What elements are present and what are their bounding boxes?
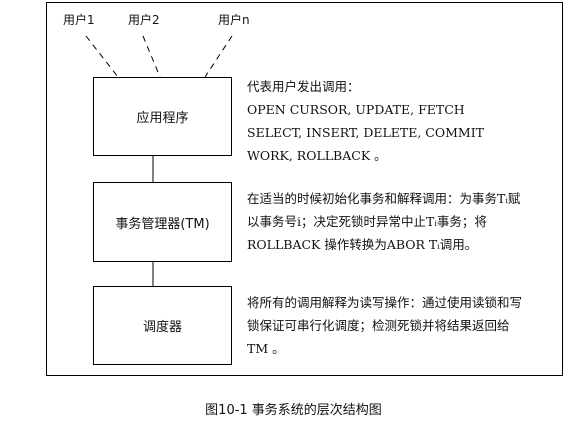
application-label: 应用程序 <box>136 111 189 126</box>
user-n-label: 用户n <box>218 13 250 27</box>
tm-description: 在适当的时候初始化事务和解释调用：为事务Tᵢ赋 以事务号i；决定死锁时异常中止T… <box>247 187 520 256</box>
desc-line: OPEN CURSOR, UPDATE, FETCH <box>247 102 465 117</box>
desc-line: 代表用户发出调用： <box>247 79 360 94</box>
application-box: 应用程序 <box>93 77 232 156</box>
transaction-manager-box: 事务管理器(TM) <box>93 182 232 262</box>
user1-dashed-line <box>85 35 119 78</box>
transaction-manager-label: 事务管理器(TM) <box>115 216 210 232</box>
user-2-label: 用户2 <box>128 13 160 27</box>
desc-line: 在适当的时候初始化事务和解释调用：为事务Tᵢ赋 <box>247 191 521 206</box>
diagram-frame <box>46 2 563 376</box>
desc-line: 将所有的调用解释为读写操作：通过使用读锁和写 <box>247 295 523 310</box>
figure-caption: 图10-1 事务系统的层次结构图 <box>205 403 382 418</box>
usern-dashed-line <box>204 35 233 78</box>
desc-line: SELECT, INSERT, DELETE, COMMIT <box>247 125 484 140</box>
user-1-label: 用户1 <box>63 13 95 27</box>
application-description: 代表用户发出调用： OPEN CURSOR, UPDATE, FETCH SEL… <box>247 75 484 167</box>
desc-line: WORK, ROLLBACK 。 <box>247 148 387 163</box>
desc-line: 锁保证可串行化调度；检测死锁并将结果返回给 <box>247 318 510 333</box>
desc-line: TM 。 <box>247 341 285 356</box>
desc-line: 以事务号i；决定死锁时异常中止Tᵢ事务；将 <box>247 214 487 229</box>
user2-dashed-line <box>142 35 161 78</box>
desc-line: ROLLBACK 操作转换为ABOR Tᵢ调用。 <box>247 237 478 252</box>
scheduler-label: 调度器 <box>142 320 182 335</box>
scheduler-box: 调度器 <box>93 286 232 365</box>
scheduler-description: 将所有的调用解释为读写操作：通过使用读锁和写 锁保证可串行化调度；检测死锁并将结… <box>247 291 522 360</box>
